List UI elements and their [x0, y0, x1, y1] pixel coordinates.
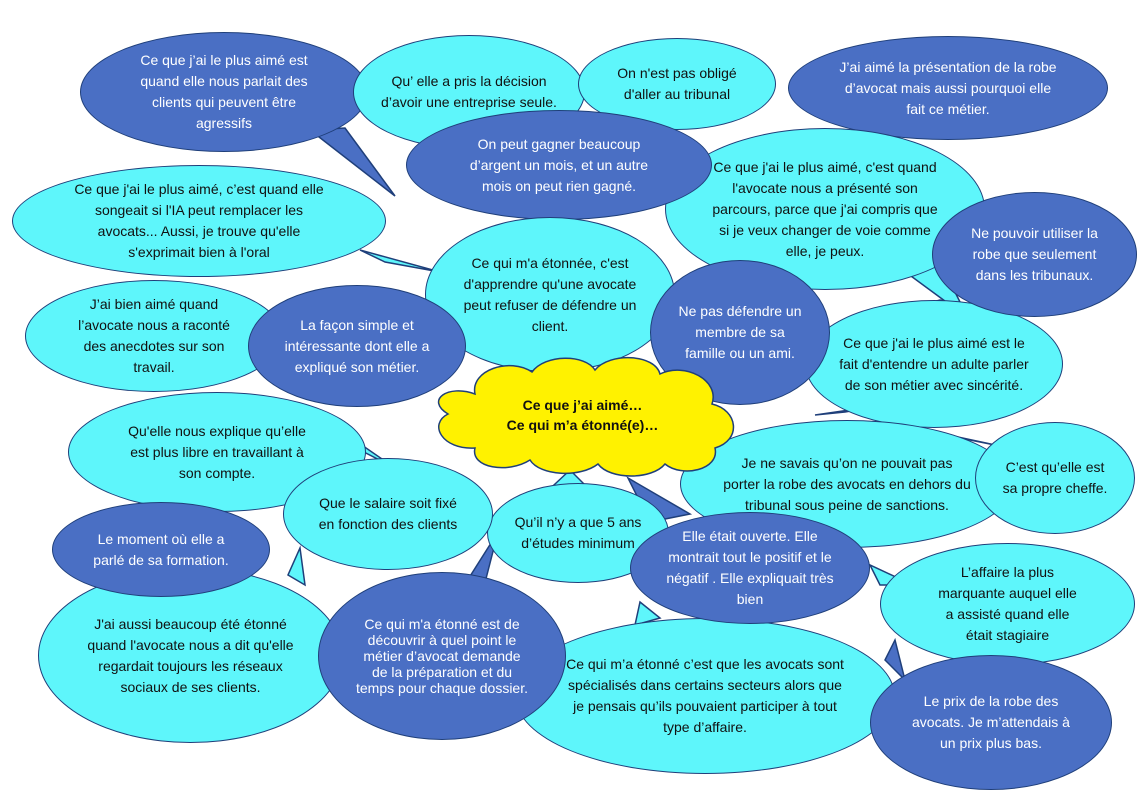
bubble-text: J’ai bien aimé quand l’avocate nous a ra…	[78, 296, 230, 375]
bubble-text: Ce qui m’a étonné c’est que les avocats …	[566, 656, 844, 735]
bubble-text: L’affaire la plus marquante auquel elle …	[938, 564, 1077, 643]
bubble-text: J'ai aussi beaucoup été étonné quand l'a…	[87, 615, 294, 695]
bubble-text: On n'est pas obligé d'aller au tribunal	[617, 65, 737, 102]
bubble-text: Le moment où elle a parlé de sa formatio…	[93, 530, 229, 568]
bubble-reseaux: J'ai aussi beaucoup été étonné quand l'a…	[38, 568, 343, 743]
bubble-robe-presentation: J’ai aimé la présentation de la robe d’a…	[788, 36, 1108, 140]
bubble-text: Ne pas défendre un membre de sa famille …	[678, 303, 802, 361]
bubble-text: Ne pouvoir utiliser la robe que seulemen…	[971, 225, 1098, 283]
bubble-salaire: Que le salaire soit fixé en fonction des…	[283, 458, 493, 570]
bubble-text: Ce qui m'a étonnée, c'est d'apprendre qu…	[463, 254, 637, 334]
bubble-refuser: Ce qui m'a étonnée, c'est d'apprendre qu…	[425, 217, 675, 372]
bubble-text: Ce que j'ai le plus aimé, c'est quand l'…	[712, 158, 938, 259]
bubble-cheffe: C’est qu’elle est sa propre cheffe.	[975, 422, 1135, 534]
bubble-specialises: Ce qui m’a étonné c’est que les avocats …	[515, 618, 895, 774]
bubble-ia: Ce que j'ai le plus aimé, c’est quand el…	[12, 165, 386, 277]
bubble-text: Ce que j'ai le plus aimé est le fait d'e…	[839, 334, 1029, 393]
bubble-formation: Le moment où elle a parlé de sa formatio…	[52, 502, 270, 597]
bubble-robe-tribunaux: Ne pouvoir utiliser la robe que seulemen…	[932, 192, 1137, 317]
bubble-text: Qu’il n’y a que 5 ans d’études minimum	[514, 514, 642, 551]
bubble-text: J’ai aimé la présentation de la robe d’a…	[839, 58, 1057, 117]
bubble-sincerite: Ce que j'ai le plus aimé est le fait d'e…	[805, 300, 1063, 428]
bubble-facon-simple: La façon simple et intéressante dont ell…	[248, 285, 466, 407]
bubble-text: Que le salaire soit fixé en fonction des…	[318, 495, 458, 532]
bubble-argent: On peut gagner beaucoup d’argent un mois…	[406, 110, 712, 220]
bubble-ouverte: Elle était ouverte. Elle montrait tout l…	[630, 512, 870, 624]
bubble-prix-robe: Le prix de la robe des avocats. Je m’att…	[870, 655, 1112, 790]
center-title-line1: Ce que j’ai aimé…	[522, 397, 643, 413]
center-cloud: Ce que j’ai aimé… Ce qui m’a étonné(e)…	[420, 352, 745, 478]
bubble-affaire: L’affaire la plus marquante auquel elle …	[880, 543, 1135, 665]
bubble-text: Ce qui m'a étonné est de découvrir à que…	[356, 616, 528, 696]
bubble-text: Ce que j’ai le plus aimé est quand elle …	[140, 52, 308, 131]
cloud-shape	[437, 357, 735, 477]
bubble-text: Qu'elle nous explique qu’elle est plus l…	[128, 422, 306, 481]
bubble-text: Ce que j'ai le plus aimé, c’est quand el…	[74, 181, 324, 260]
bubble-text: Je ne savais qu’on ne pouvait pas porter…	[723, 454, 971, 513]
bubble-anecdotes: J’ai bien aimé quand l’avocate nous a ra…	[25, 280, 283, 392]
center-title: Ce que j’ai aimé… Ce qui m’a étonné(e)…	[420, 352, 745, 478]
bubble-plus-libre: Qu'elle nous explique qu’elle est plus l…	[68, 392, 366, 512]
bubble-text: Qu’ elle a pris la décision d’avoir une …	[381, 73, 557, 110]
bubble-clients-agressifs: Ce que j’ai le plus aimé est quand elle …	[80, 32, 368, 152]
bubble-preparation: Ce qui m'a étonné est de découvrir à que…	[318, 572, 566, 740]
bubble-text: C’est qu’elle est sa propre cheffe.	[1002, 459, 1108, 496]
bubble-text: Le prix de la robe des avocats. Je m’att…	[912, 693, 1070, 751]
center-title-line2: Ce qui m’a étonné(e)…	[506, 417, 659, 433]
bubble-text: Elle était ouverte. Elle montrait tout l…	[666, 528, 834, 607]
bubble-text: On peut gagner beaucoup d’argent un mois…	[469, 135, 649, 194]
bubble-text: La façon simple et intéressante dont ell…	[284, 316, 430, 375]
